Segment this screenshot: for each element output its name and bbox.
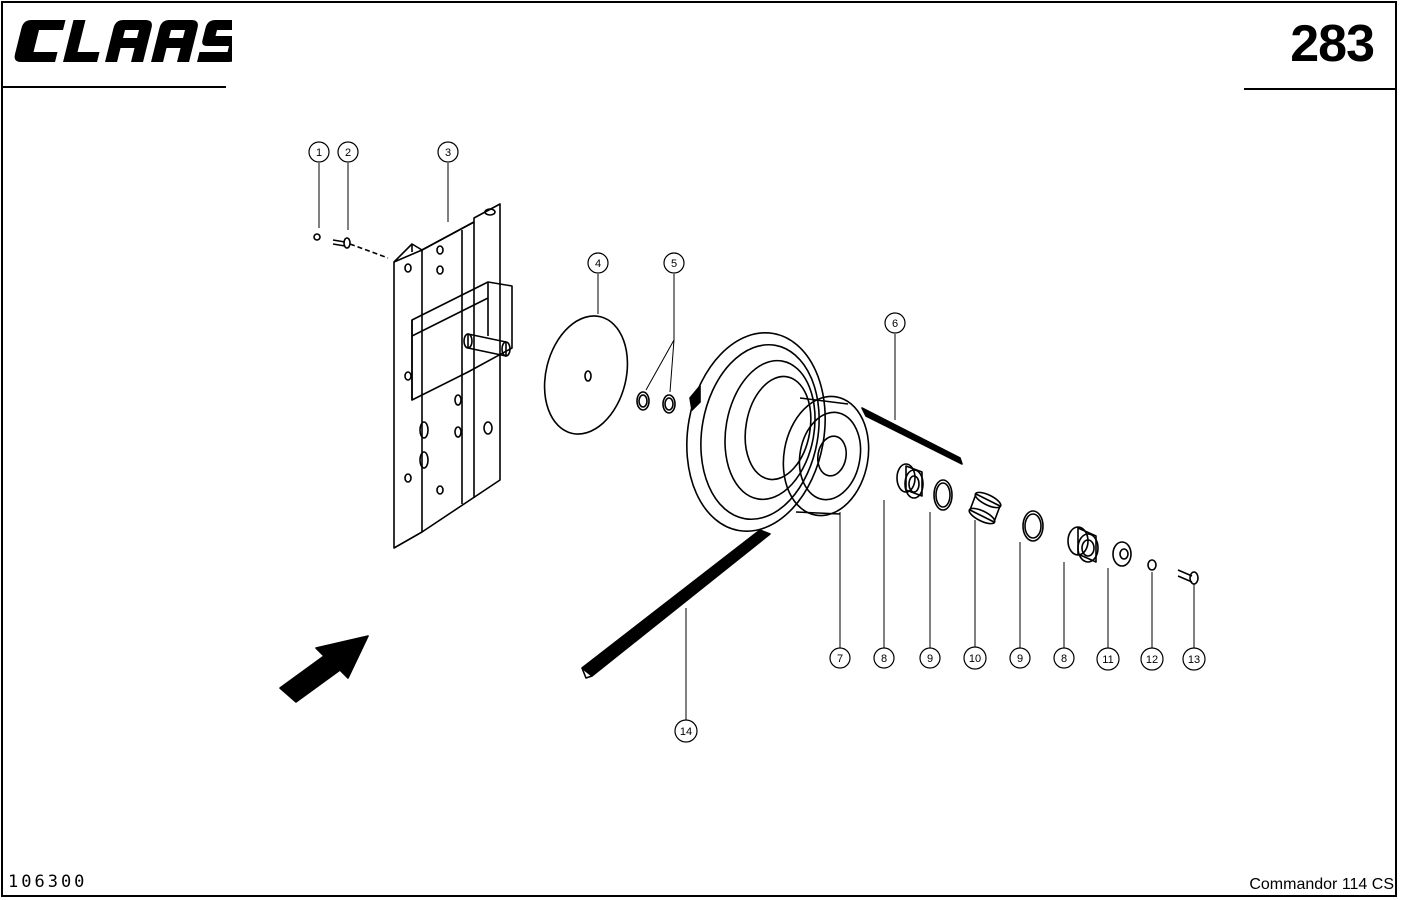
part-washer-12 (1147, 559, 1157, 571)
callouts: 1 2 3 4 5 6 7 8 9 10 9 8 11 12 13 14 (308, 141, 1206, 743)
svg-text:9: 9 (927, 653, 933, 665)
svg-text:6: 6 (892, 318, 898, 330)
callout-4: 4 (587, 252, 609, 274)
part-belt-6 (689, 385, 963, 465)
svg-text:7: 7 (837, 653, 843, 665)
callout-6: 6 (884, 312, 906, 334)
callout-9b: 9 (1009, 647, 1031, 669)
header-rule-right (1244, 88, 1396, 90)
svg-text:9: 9 (1017, 653, 1023, 665)
part-pulley-7 (686, 332, 870, 532)
part-disc-4 (543, 315, 629, 435)
part-bracket-3 (393, 203, 513, 549)
part-bearing-8b (1067, 526, 1099, 563)
callout-2: 2 (337, 141, 359, 163)
direction-arrow (279, 635, 369, 703)
callout-9a: 9 (919, 647, 941, 669)
callout-12: 12 (1140, 647, 1164, 671)
page-number: 283 (1290, 15, 1375, 73)
part-bearing-8a (896, 463, 924, 499)
svg-text:5: 5 (671, 258, 677, 270)
svg-text:10: 10 (969, 653, 981, 665)
model-name: Commandor 114 CS (1249, 876, 1394, 893)
part-belt-14 (581, 529, 771, 679)
svg-text:14: 14 (680, 726, 692, 738)
svg-text:13: 13 (1188, 654, 1200, 666)
callout-13: 13 (1182, 647, 1206, 671)
callout-1: 1 (308, 141, 330, 163)
header-rule-left (2, 86, 226, 88)
part-washer-1 (313, 233, 321, 241)
svg-text:8: 8 (881, 653, 887, 665)
callout-11: 11 (1096, 647, 1120, 671)
leader-lines (318, 163, 1195, 720)
callout-5: 5 (663, 252, 685, 274)
svg-text:11: 11 (1102, 654, 1113, 666)
callout-14: 14 (674, 719, 698, 743)
part-bolt-2 (332, 237, 389, 259)
drawing-number: 106300 (8, 872, 88, 892)
part-nut-11 (1112, 541, 1132, 567)
callout-10: 10 (963, 646, 987, 670)
callout-3: 3 (437, 141, 459, 163)
callout-8b: 8 (1053, 647, 1075, 669)
svg-text:3: 3 (445, 147, 451, 159)
claas-logo (14, 20, 232, 62)
part-circlip-9b (1022, 510, 1044, 542)
part-spacer-10 (968, 491, 1002, 525)
svg-text:8: 8 (1061, 653, 1067, 665)
svg-text:1: 1 (316, 147, 322, 159)
part-rings-5 (636, 391, 676, 414)
svg-text:12: 12 (1146, 654, 1158, 666)
callout-7: 7 (829, 647, 851, 669)
svg-text:2: 2 (345, 147, 351, 159)
svg-text:4: 4 (595, 258, 601, 270)
callout-8a: 8 (873, 647, 895, 669)
part-bolt-13 (1177, 569, 1199, 585)
part-circlip-9a (933, 479, 953, 511)
